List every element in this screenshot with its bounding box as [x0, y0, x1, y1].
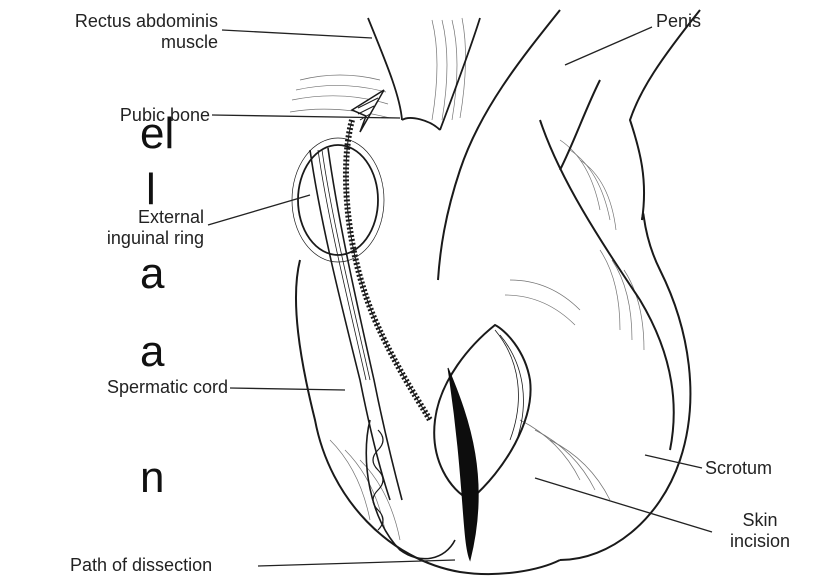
label-rectus-abdominis-line1: Rectus abdominis: [12, 11, 218, 32]
label-spermatic-cord: Spermatic cord: [36, 377, 228, 398]
label-rectus-abdominis-line2: muscle: [12, 32, 218, 53]
label-external-inguinal-ring: External inguinal ring: [40, 207, 204, 249]
label-skin-incision-line2: incision: [730, 531, 790, 552]
rectus-abdominis-muscle-shape: [368, 18, 480, 130]
label-skin-incision-line1: Skin: [730, 510, 790, 531]
label-pubic-bone: Pubic bone: [60, 105, 210, 126]
arrow-head-icon: [352, 90, 384, 132]
label-rectus-abdominis: Rectus abdominis muscle: [12, 11, 218, 53]
label-skin-incision: Skin incision: [730, 510, 790, 552]
spermatic-cord-shape: [310, 148, 402, 500]
incision-blade-mark: [448, 368, 478, 560]
testis-shape: [366, 420, 455, 559]
label-external-inguinal-ring-line2: inguinal ring: [40, 228, 204, 249]
label-scrotum: Scrotum: [705, 458, 772, 479]
label-path-of-dissection: Path of dissection: [70, 555, 212, 576]
label-external-inguinal-ring-line1: External: [40, 207, 204, 228]
external-inguinal-ring-shape: [292, 138, 384, 262]
skin-incision-shape: [434, 325, 530, 500]
label-penis: Penis: [656, 11, 701, 32]
penis-shape: [438, 10, 700, 280]
background-slide-text-fragment: a: [140, 250, 164, 298]
scrotum-shape: [296, 120, 690, 574]
background-slide-text-fragment: a: [140, 328, 164, 376]
background-slide-text-fragment: n: [140, 454, 164, 502]
